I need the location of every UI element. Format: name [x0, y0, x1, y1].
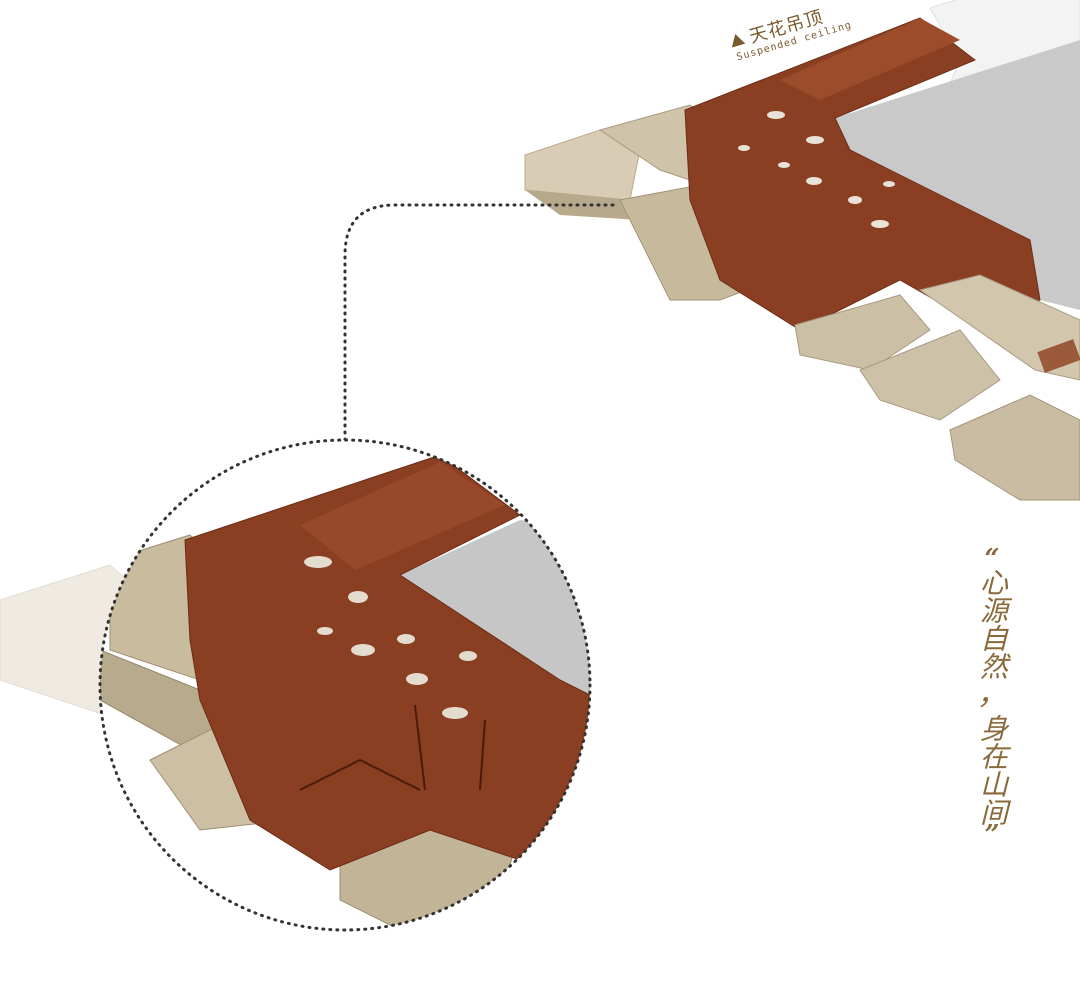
ceiling-model — [524, 0, 1080, 501]
zoom-circle-border — [98, 438, 592, 932]
poem-close-quote: ” — [984, 820, 1000, 850]
poem-line-2: 身在山间 — [976, 714, 1009, 826]
poem: “ 心源自然 ， 身在山间 ” — [972, 544, 1012, 850]
zoom-joint-lines — [299, 704, 486, 791]
callout-connector — [343, 203, 617, 442]
poem-open-quote: “ — [984, 544, 1000, 574]
wood-top-rail — [780, 18, 960, 100]
poem-line-1: 心源自然 — [976, 568, 1009, 680]
lower-molding-2 — [859, 329, 1001, 421]
triangle-marker-icon — [728, 32, 746, 48]
molding-end-block — [524, 129, 641, 201]
zoom-detail — [100, 440, 590, 930]
zoom-perforation-holes — [304, 556, 477, 719]
lower-molding-1 — [794, 294, 931, 371]
vent-grille — [1037, 339, 1080, 373]
wood-beam-frame — [684, 17, 1041, 331]
poem-comma: ， — [977, 677, 1007, 712]
gray-ceiling-panel — [835, 40, 1080, 310]
lower-molding-3 — [949, 394, 1080, 501]
perforation-holes — [738, 111, 895, 228]
zoom-wood-rail — [300, 462, 505, 570]
zoom-gray-panel — [400, 520, 590, 700]
